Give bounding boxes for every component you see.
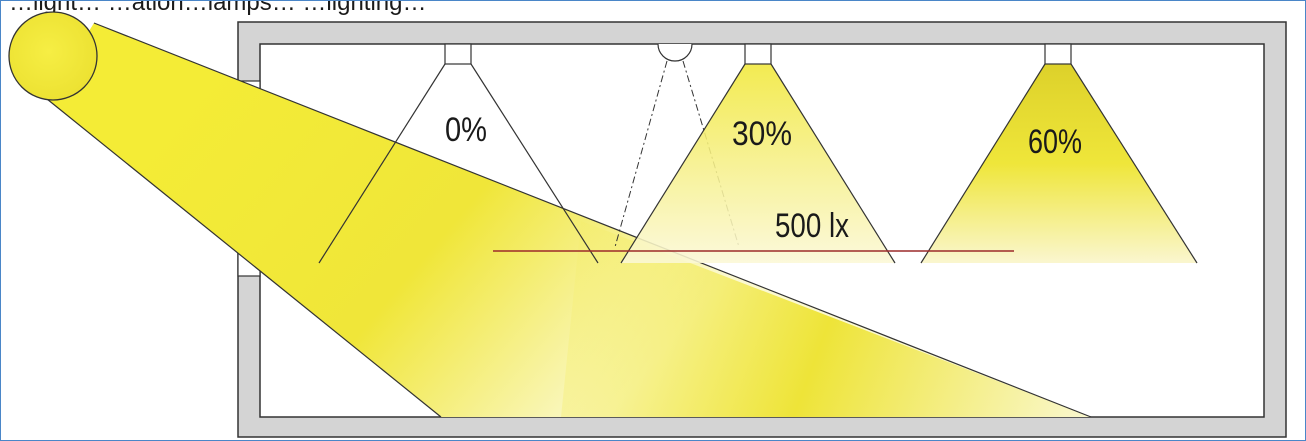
sun-icon [8, 11, 98, 101]
lamp-fixture-icon [1044, 43, 1072, 65]
lamp-1 [318, 43, 599, 264]
sensor-icon [657, 43, 693, 62]
sun-beam [46, 22, 1092, 418]
lamp-2-dimming-label: 30% [732, 115, 792, 153]
workplane-illuminance-label: 500 lx [775, 207, 849, 245]
lamp-3 [920, 43, 1198, 264]
lamp-fixture-icon [744, 43, 772, 65]
lamp-3-dimming-label: 60% [1028, 123, 1082, 161]
lamp-1-dimming-label: 0% [445, 111, 487, 149]
lamp-2 [620, 43, 896, 264]
caption-text: …light… …ation…lamps… …lighting… [9, 0, 427, 16]
lamp-fixture-icon [444, 43, 472, 65]
